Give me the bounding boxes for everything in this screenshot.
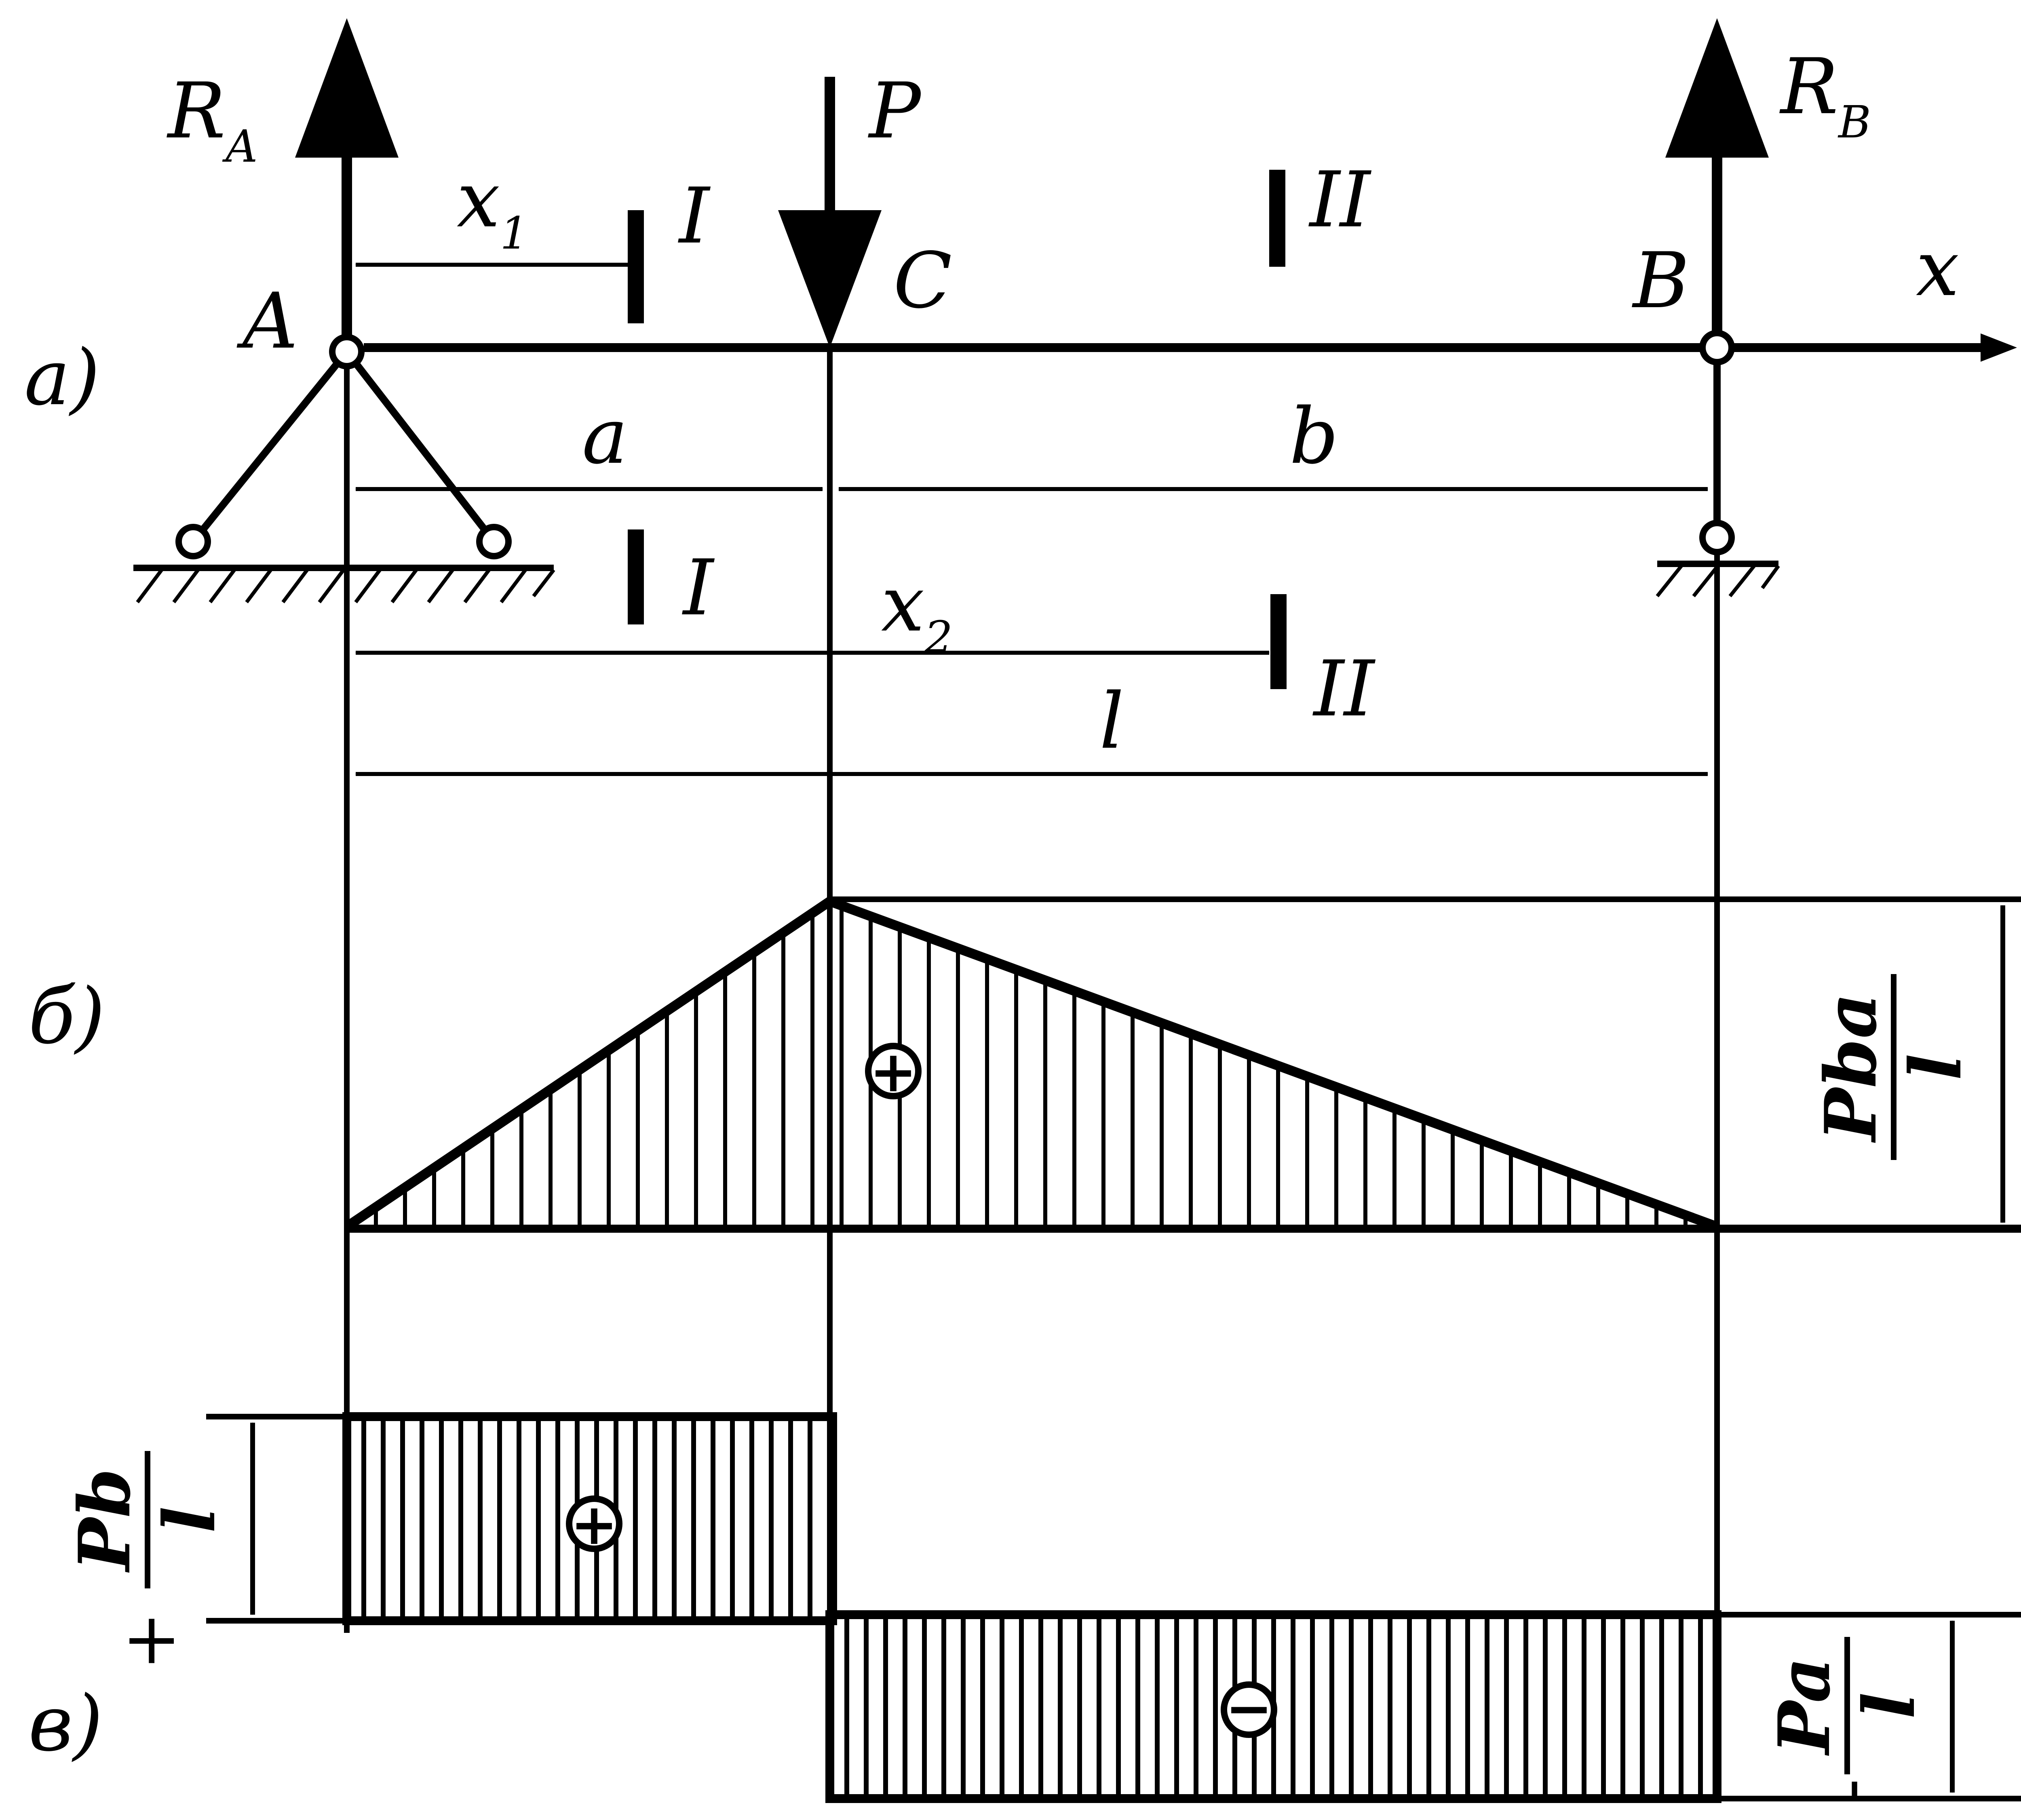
panel-c-shear: в) + Pb l + − Pa l -: [28, 1412, 2021, 1803]
shear-positive-numerator: Pb: [63, 1468, 146, 1573]
shear-positive-block: [342, 1412, 837, 1625]
moment-hatching: [374, 905, 1688, 1227]
load-p-arrowhead: [778, 210, 882, 348]
reaction-b-arrowhead: [1665, 18, 1769, 158]
panel-c-label: в): [28, 1679, 103, 1768]
shear-positive-sign: +: [570, 1491, 618, 1558]
panel-a-label: а): [24, 333, 100, 422]
support-a-leg-right: [344, 349, 497, 544]
panel-b-moment: б) + Pba l: [28, 896, 2021, 1233]
shear-negative-numerator: Pa: [1763, 1657, 1846, 1756]
dim-x1-label: x1: [457, 155, 528, 259]
moment-sign: +: [869, 1039, 917, 1105]
section-1-label-bottom: I: [682, 543, 715, 633]
shear-positive-denominator: l: [148, 1506, 231, 1533]
x-axis-arrowhead: [1981, 333, 2017, 362]
section-1-label-top: I: [678, 171, 711, 261]
shear-negative-value: Pa l -: [1763, 1637, 1931, 1803]
load-p-label: P: [868, 66, 922, 156]
point-b-label: B: [1632, 236, 1690, 325]
dim-x2-label: x2: [881, 559, 953, 663]
shear-positive-prefix: +: [109, 1611, 191, 1671]
moment-max-numerator: Pba: [1810, 993, 1892, 1143]
support-a-leg-left: [190, 349, 350, 544]
panel-a: а) x RA: [24, 18, 2017, 1803]
hinge-a: [329, 334, 365, 369]
ground-a-hatching: [136, 569, 555, 603]
shear-negative-block: [825, 1610, 1721, 1803]
section-2-label-bottom: II: [1312, 644, 1376, 734]
reaction-a-arrowhead: [295, 18, 399, 158]
moment-max-denominator: l: [1894, 1054, 1977, 1080]
dim-b-label: b: [1289, 392, 1339, 481]
hinge-b: [1699, 330, 1735, 365]
ground-b-hatching: [1656, 565, 1780, 597]
moment-max-value: Pba l: [1810, 974, 1977, 1160]
section-2-label-top: II: [1308, 155, 1372, 245]
support-b-roller: [1699, 520, 1735, 555]
dim-a-label: a: [582, 392, 628, 481]
shear-negative-denominator: l: [1848, 1692, 1931, 1719]
dim-l-label: l: [1099, 677, 1124, 766]
support-a-roller-left: [175, 524, 211, 559]
shear-negative-sign: −: [1225, 1675, 1272, 1742]
reaction-b-label: RB: [1779, 42, 1871, 148]
shear-negative-sign-circle: [1221, 1681, 1277, 1738]
shear-negative-prefix: -: [1808, 1778, 1890, 1802]
shear-positive-value: Pb l +: [63, 1451, 231, 1670]
shear-positive-sign-circle: [566, 1495, 622, 1552]
point-a-label: A: [236, 276, 298, 366]
support-a-roller-right: [476, 524, 512, 559]
shear-hatching: [361, 1417, 1703, 1799]
moment-sign-circle: [865, 1043, 922, 1099]
panel-b-label: б): [28, 972, 105, 1061]
reaction-a-label: RA: [167, 66, 258, 172]
axis-x-label: x: [1916, 224, 1959, 313]
point-c-label: C: [893, 236, 952, 325]
